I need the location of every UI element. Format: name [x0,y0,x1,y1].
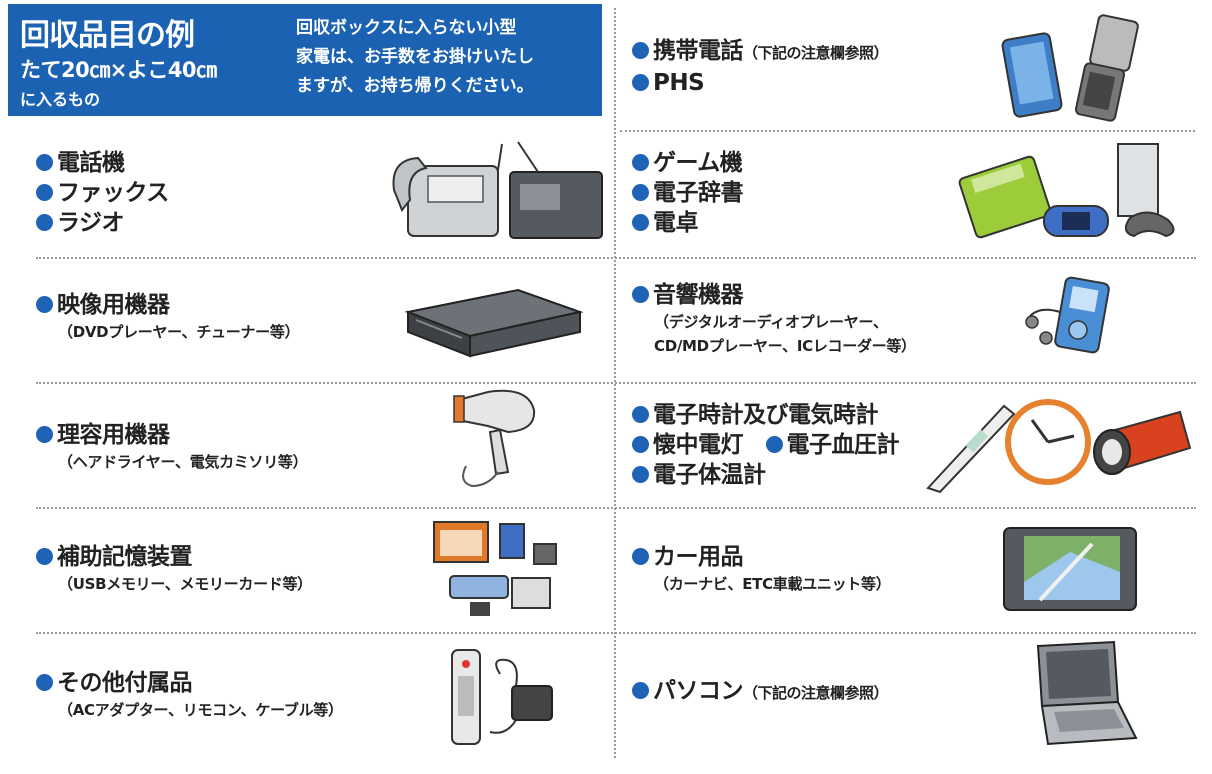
bullet-icon [632,154,649,171]
header-note: 回収ボックスに入らない小型 家電は、お手数をお掛けいたし ますが、お持ち帰りくだ… [296,14,534,101]
item-game: ゲーム機 電子辞書 電卓 [632,148,744,238]
header-title: 回収品目の例 [20,18,195,53]
item-sub: （ACアダプター、リモコン、ケーブル等） [58,701,343,719]
bullet-icon [36,214,53,231]
bullet-icon [36,674,53,691]
bullet-icon [765,436,783,453]
item-video: 映像用機器 （DVDプレーヤー、チューナー等） [36,290,300,344]
item-label: ファックス [57,180,169,206]
bullet-icon [36,548,53,565]
item-label: ラジオ [57,210,125,236]
car-navigation-icon [1003,527,1137,611]
header-box: 回収品目の例 たて20㎝×よこ40㎝ に入るもの 回収ボックスに入らない小型 家… [8,4,602,116]
memory-card-icon [433,521,557,616]
item-accessories: その他付属品 （ACアダプター、リモコン、ケーブル等） [36,668,343,722]
bullet-icon [632,286,649,303]
item-sub: （デジタルオーディオプレーヤー、 [654,313,888,331]
item-label: 携帯電話 [653,38,744,64]
row-divider [36,257,1196,259]
bullet-icon [36,154,53,171]
item-sub: （USBメモリー、メモリーカード等） [58,575,312,593]
remote-adapter-icon [451,649,553,745]
row-divider [36,632,1196,634]
item-clock: 電子時計及び電気時計 懐中電灯 電子血圧計 電子体温計 [632,400,900,490]
item-sub: （DVDプレーヤー、チューナー等） [58,323,300,341]
telephone-radio-icon [392,141,603,239]
thermometer-clock-flashlight-icon [926,399,1192,494]
item-label: PHS [653,70,705,96]
header-size: たて20㎝×よこ40㎝ [20,58,217,82]
item-sub: CD/MDプレーヤー、ICレコーダー等） [654,337,916,355]
item-label: 映像用機器 [57,292,170,318]
item-audio: 音響機器 （デジタルオーディオプレーヤー、 CD/MDプレーヤー、ICレコーダー… [632,280,916,358]
item-car: カー用品 （カーナビ、ETC車載ユニット等） [632,542,891,596]
bullet-icon [632,682,649,699]
item-label: 電話機 [57,150,125,176]
header-note-line: ますが、お持ち帰りください。 [296,76,534,96]
item-label: 音響機器 [653,282,744,308]
bullet-icon [36,296,53,313]
item-label: カー用品 [653,544,744,570]
item-label: 電卓 [653,210,699,236]
item-label: 懐中電灯 [653,432,744,458]
bullet-icon [632,184,649,201]
dvd-player-icon [404,288,584,358]
bullet-icon [36,184,53,201]
bullet-icon [632,406,649,423]
item-label: 電子時計及び電気時計 [653,402,879,428]
item-sub: （カーナビ、ETC車載ユニット等） [654,575,891,593]
bullet-icon [632,42,649,59]
bullet-icon [632,436,649,453]
item-storage: 補助記憶装置 （USBメモリー、メモリーカード等） [36,542,312,596]
row-divider [36,382,1196,384]
header-fit: に入るもの [20,90,101,109]
laptop-icon [1036,640,1138,746]
item-sub: （ヘアドライヤー、電気カミソリ等） [58,453,308,471]
header-note-line: 家電は、お手数をお掛けいたし [296,47,534,67]
item-label: 補助記憶装置 [57,544,193,570]
item-label: 理容用機器 [57,422,170,448]
mobile-phone-icon [1001,14,1139,122]
item-label: ゲーム機 [653,150,743,176]
bullet-icon [632,74,649,91]
audio-player-icon [1025,276,1110,354]
row-divider [36,507,1196,509]
bullet-icon [632,548,649,565]
item-mobile: 携帯電話（下記の注意欄参照） PHS [632,36,889,98]
item-grooming: 理容用機器 （ヘアドライヤー、電気カミソリ等） [36,420,308,474]
item-pc: パソコン（下記の注意欄参照） [632,676,889,708]
item-label: 電子辞書 [653,180,744,206]
item-label: パソコン [653,678,744,704]
item-label: 電子血圧計 [786,432,900,458]
item-note: （下記の注意欄参照） [743,684,889,702]
bullet-icon [632,466,649,483]
item-label: その他付属品 [57,670,193,696]
item-label: 電子体温計 [653,462,766,488]
calculator-game-icon [958,143,1175,239]
item-note: （下記の注意欄参照） [743,44,889,62]
hair-dryer-icon [453,389,536,488]
bullet-icon [36,426,53,443]
header-note-line: 回収ボックスに入らない小型 [296,18,517,38]
row-divider [620,130,1195,132]
bullet-icon [632,214,649,231]
item-telephone: 電話機 ファックス ラジオ [36,148,169,238]
